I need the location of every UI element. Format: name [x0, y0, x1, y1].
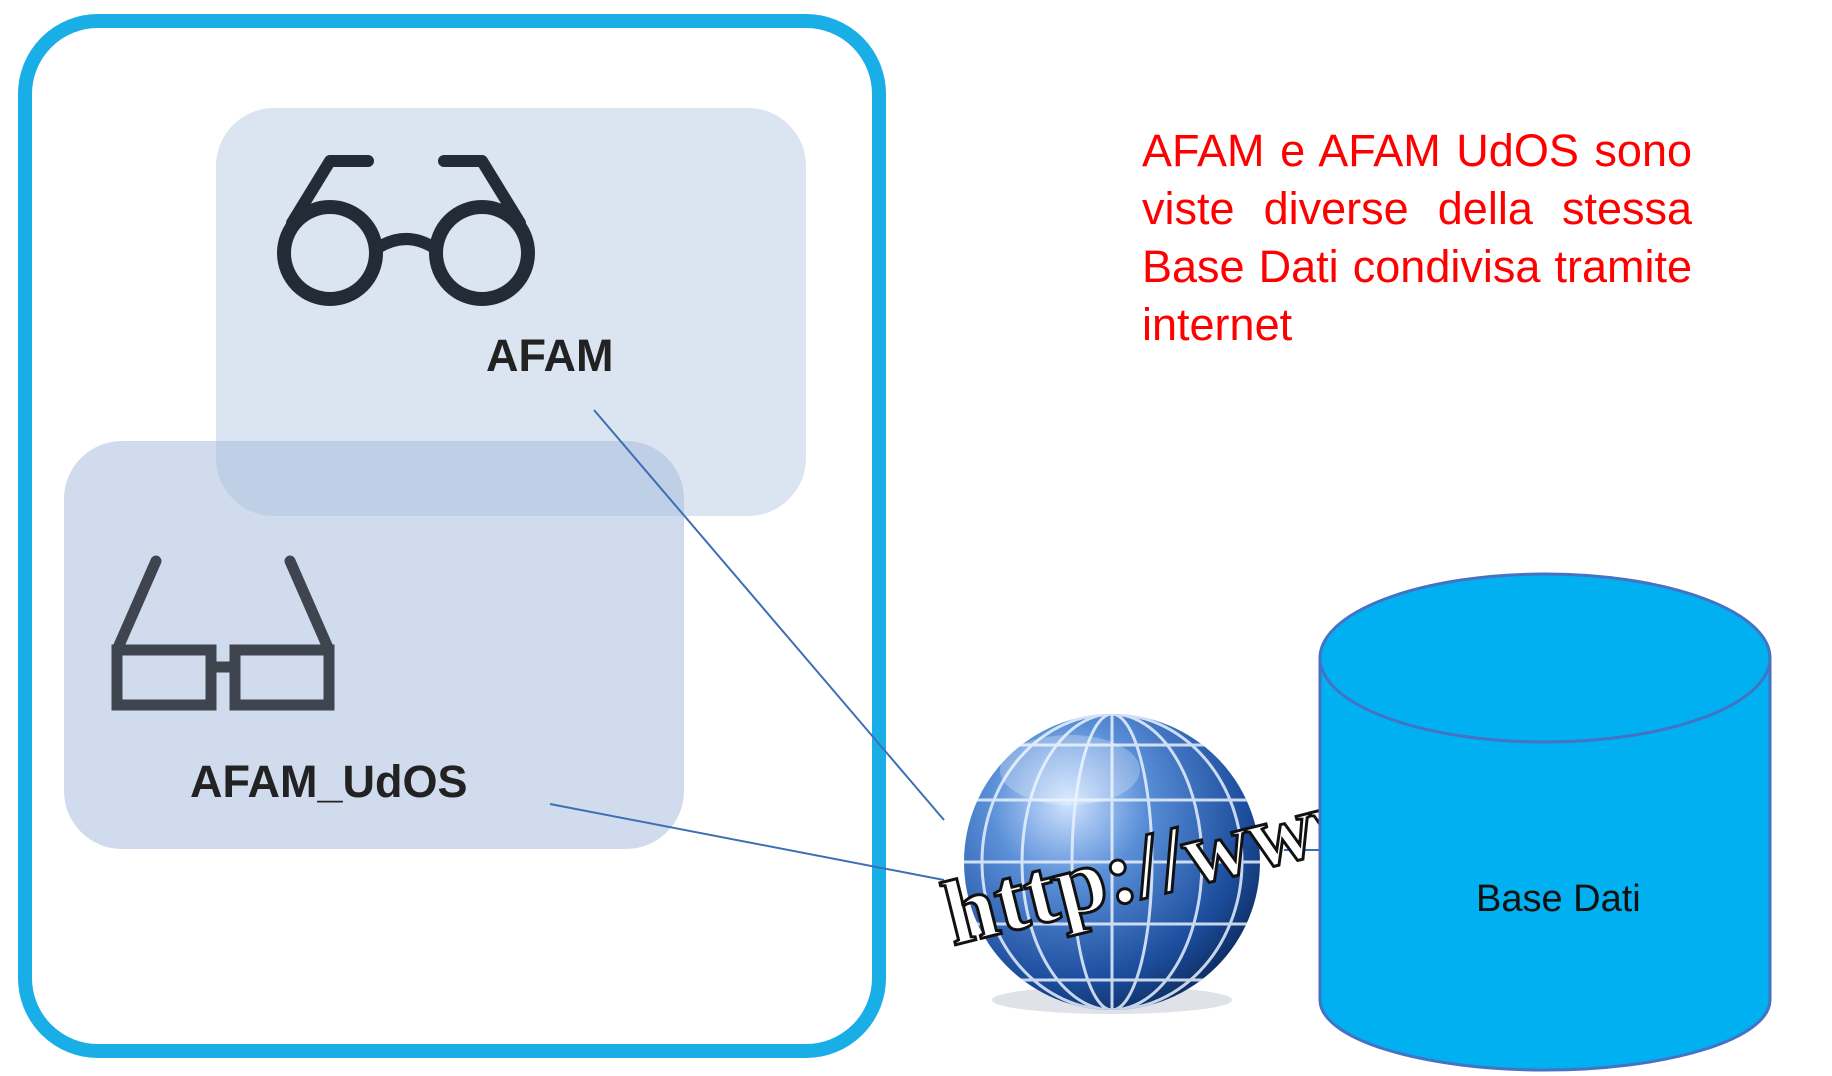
afam-connector-line — [593, 409, 945, 821]
round-glasses-icon — [277, 155, 535, 306]
afam-udos-label: AFAM_UdOS — [190, 756, 468, 807]
square-glasses-icon — [111, 555, 335, 711]
afam-label: AFAM — [486, 330, 614, 381]
client-frame — [18, 14, 886, 1058]
explanation-note: AFAM e AFAM UdOS sono viste diverse dell… — [1142, 125, 1692, 350]
database-cylinder-icon — [1318, 572, 1772, 1072]
globe-icon — [964, 714, 1260, 1014]
database-label: Base Dati — [1476, 878, 1641, 920]
afam-udos-connector-line — [549, 803, 945, 881]
